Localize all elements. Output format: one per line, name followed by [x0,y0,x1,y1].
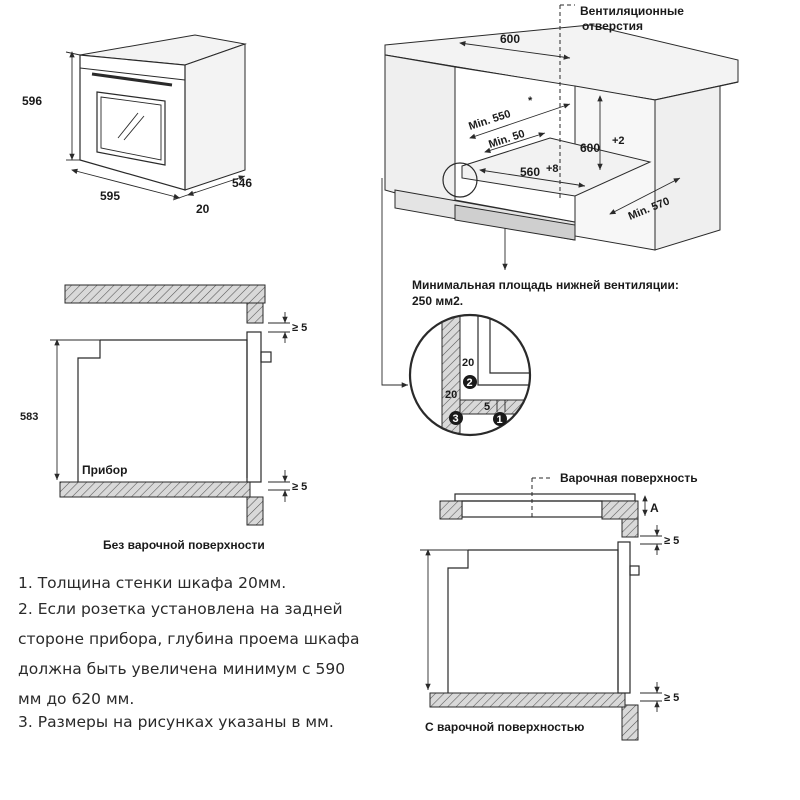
no-hob-caption: Без варочной поверхности [103,538,265,552]
detail-callout-circle [442,162,478,198]
with-hob-caption: С варочной поверхностью [425,720,584,734]
dim-600-height-tol: +2 [612,135,625,147]
svg-text:3: 3 [453,413,459,425]
svg-text:1: 1 [497,414,503,426]
no-hob-section-view: 583 Прибор ≥ 5 ≥ 5 Без варочной поверхно… [20,284,307,552]
oven-height-label: 596 [22,94,42,108]
marker-1 [493,412,507,426]
with-hob-dim-a: A [650,501,659,515]
oven-front-face [79,54,186,191]
vent-label-line1: Вентиляционные [580,4,684,18]
oven-door-label: 20 [196,202,210,216]
detail-dim-20-left: 20 [445,389,457,401]
cabinet-isometric-view: Вентиляционные отверстия 600 Min. 550 * … [381,4,739,388]
no-hob-device-label: Прибор [82,463,127,477]
marker-3 [449,411,463,425]
note-line-3: стороне прибора, глубина проема шкафа [18,630,360,648]
note-line-5: мм до 620 мм. [18,690,134,708]
detail-view: 20 20 5 1 2 3 [408,313,532,437]
detail-dim-5: 5 [484,401,490,413]
dim-min-550-mark: * [528,95,533,107]
note-line-6: 3. Размеры на рисунках указаны в мм. [18,713,334,731]
note-line-4: должна быть увеличена минимум с 590 [18,660,345,678]
svg-text:2: 2 [467,377,473,389]
oven-depth-label: 546 [232,176,252,190]
dim-560-depth: 560 [520,165,540,179]
marker-2 [463,375,477,389]
oven-side-face [184,43,246,191]
hob-glass [454,493,636,502]
note-line-2: 2. Если розетка установлена на задней [18,600,343,618]
with-hob-gap-bottom-label: ≥ 5 [664,692,679,704]
oven-width-label: 595 [100,189,120,203]
with-hob-hob-label: Варочная поверхность [560,471,698,485]
bottom-vent-label-line2: 250 мм2. [412,294,463,308]
cabinet-right-side [654,85,721,251]
dim-600-height: 600 [580,141,600,155]
vent-label-line2: отверстия [582,19,643,33]
with-hob-section-view: Варочная поверхность A ≥ 5 ≥ 5 С варочно… [420,471,698,741]
dim-560-depth-tol: +8 [546,163,559,175]
no-hob-height-label: 583 [20,411,38,423]
detail-dim-20-top: 20 [462,357,474,369]
bottom-vent-label-line1: Минимальная площадь нижней вентиляции: [412,278,679,292]
note-line-1: 1. Толщина стенки шкафа 20мм. [18,574,286,592]
dim-600-width: 600 [500,32,520,46]
notes-block: 1. Толщина стенки шкафа 20мм. 2. Если ро… [18,574,360,731]
oven-window [96,91,166,166]
oven-isometric-view: 596 595 546 20 [22,34,252,216]
no-hob-gap-top-label: ≥ 5 [292,322,307,334]
with-hob-gap-top-label: ≥ 5 [664,535,679,547]
no-hob-gap-bottom-label: ≥ 5 [292,481,307,493]
oven-handle [91,72,173,87]
